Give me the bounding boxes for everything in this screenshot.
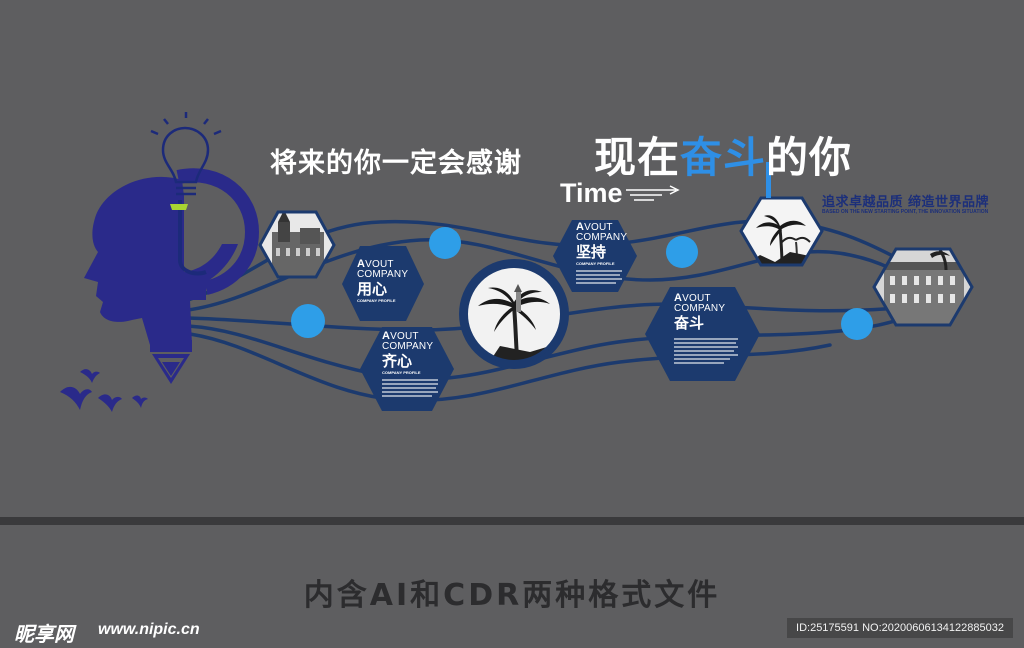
hex-en-rest: VOUT <box>584 222 613 233</box>
dot <box>429 227 461 259</box>
headline-right-part1: 现在 <box>594 133 681 182</box>
headline-right-part3: 的你 <box>766 133 853 182</box>
hexagon-jianchi-text: AVOUT COMPANY 坚持 COMPANY PROFILE <box>576 221 628 286</box>
bulb-base <box>170 204 188 210</box>
hexagon-qixin-text: AVOUT COMPANY 齐心 COMPANY PROFILE <box>382 331 438 399</box>
watermark-id: ID:25175591 NO:20200606134122885032 <box>787 618 1013 638</box>
dot <box>841 308 873 340</box>
blue-dots <box>291 227 873 340</box>
format-note: 内含AI和CDR两种格式文件 <box>303 578 721 613</box>
hex-en-initial: A <box>382 330 391 342</box>
dot <box>291 304 325 338</box>
head-silhouette-icon <box>84 176 238 384</box>
lightbulb-icon <box>150 112 222 276</box>
hex-en-initial: A <box>674 292 683 304</box>
hex-en-line2: COMPANY <box>674 303 726 314</box>
slogan: 追求卓越品质 缔造世界品牌 <box>822 195 990 210</box>
floor-bar <box>0 517 1024 525</box>
hex-body-text <box>674 338 738 364</box>
dot <box>666 236 698 268</box>
ring-stroke <box>176 168 260 295</box>
hex-en-rest: VOUT <box>390 331 419 342</box>
headline-right-part2: 奋斗 <box>680 133 767 182</box>
hexagon-yongxin-text: AVOUT COMPANY 用心 COMPANY PROFILE <box>357 259 413 304</box>
hexagon-yongxin <box>342 246 424 321</box>
watermark-logo: 昵享网 <box>14 622 74 646</box>
circle-photo-palm <box>459 259 569 369</box>
hex-cn-title: 用心 <box>357 280 388 298</box>
photo-hexagon-palm-right <box>739 196 824 267</box>
hex-en-rest: VOUT <box>682 293 711 304</box>
hex-subtitle: COMPANY PROFILE <box>382 370 421 375</box>
slogan-en: BASED ON THE NEW STARTING POINT, THE INN… <box>822 209 989 215</box>
hex-en-line2: COMPANY <box>357 269 409 280</box>
time-word: Time <box>560 178 623 208</box>
headline-left: 将来的你一定会感谢 <box>270 148 522 179</box>
birds-icon <box>60 369 148 412</box>
hex-body-text <box>382 379 438 397</box>
accent-vertical-line <box>766 162 771 198</box>
watermark-url: www.nipic.cn <box>98 621 200 638</box>
hexagon-qixin <box>360 327 454 411</box>
hexagon-fendou <box>645 287 760 381</box>
hexagon-fendou-text: AVOUT COMPANY 奋斗 <box>674 293 738 366</box>
hex-en-line2: COMPANY <box>382 341 434 352</box>
hex-cn-title: 坚持 <box>576 243 607 261</box>
hex-en-initial: A <box>357 258 366 270</box>
photo-hexagon-building-right <box>872 247 974 327</box>
hex-subtitle: COMPANY PROFILE <box>357 298 396 303</box>
hex-en-rest: VOUT <box>365 259 394 270</box>
hex-cn-title: 奋斗 <box>674 314 705 332</box>
hex-subtitle: COMPANY PROFILE <box>576 261 615 266</box>
hex-cn-title: 齐心 <box>382 352 413 370</box>
headline-right: 现在奋斗的你 <box>594 124 852 185</box>
time-arrow-icon <box>626 185 680 201</box>
hex-en-line2: COMPANY <box>576 232 628 243</box>
photo-hexagon-building-left <box>258 210 336 279</box>
hex-body-text <box>576 270 622 284</box>
hex-en-initial: A <box>576 221 585 233</box>
